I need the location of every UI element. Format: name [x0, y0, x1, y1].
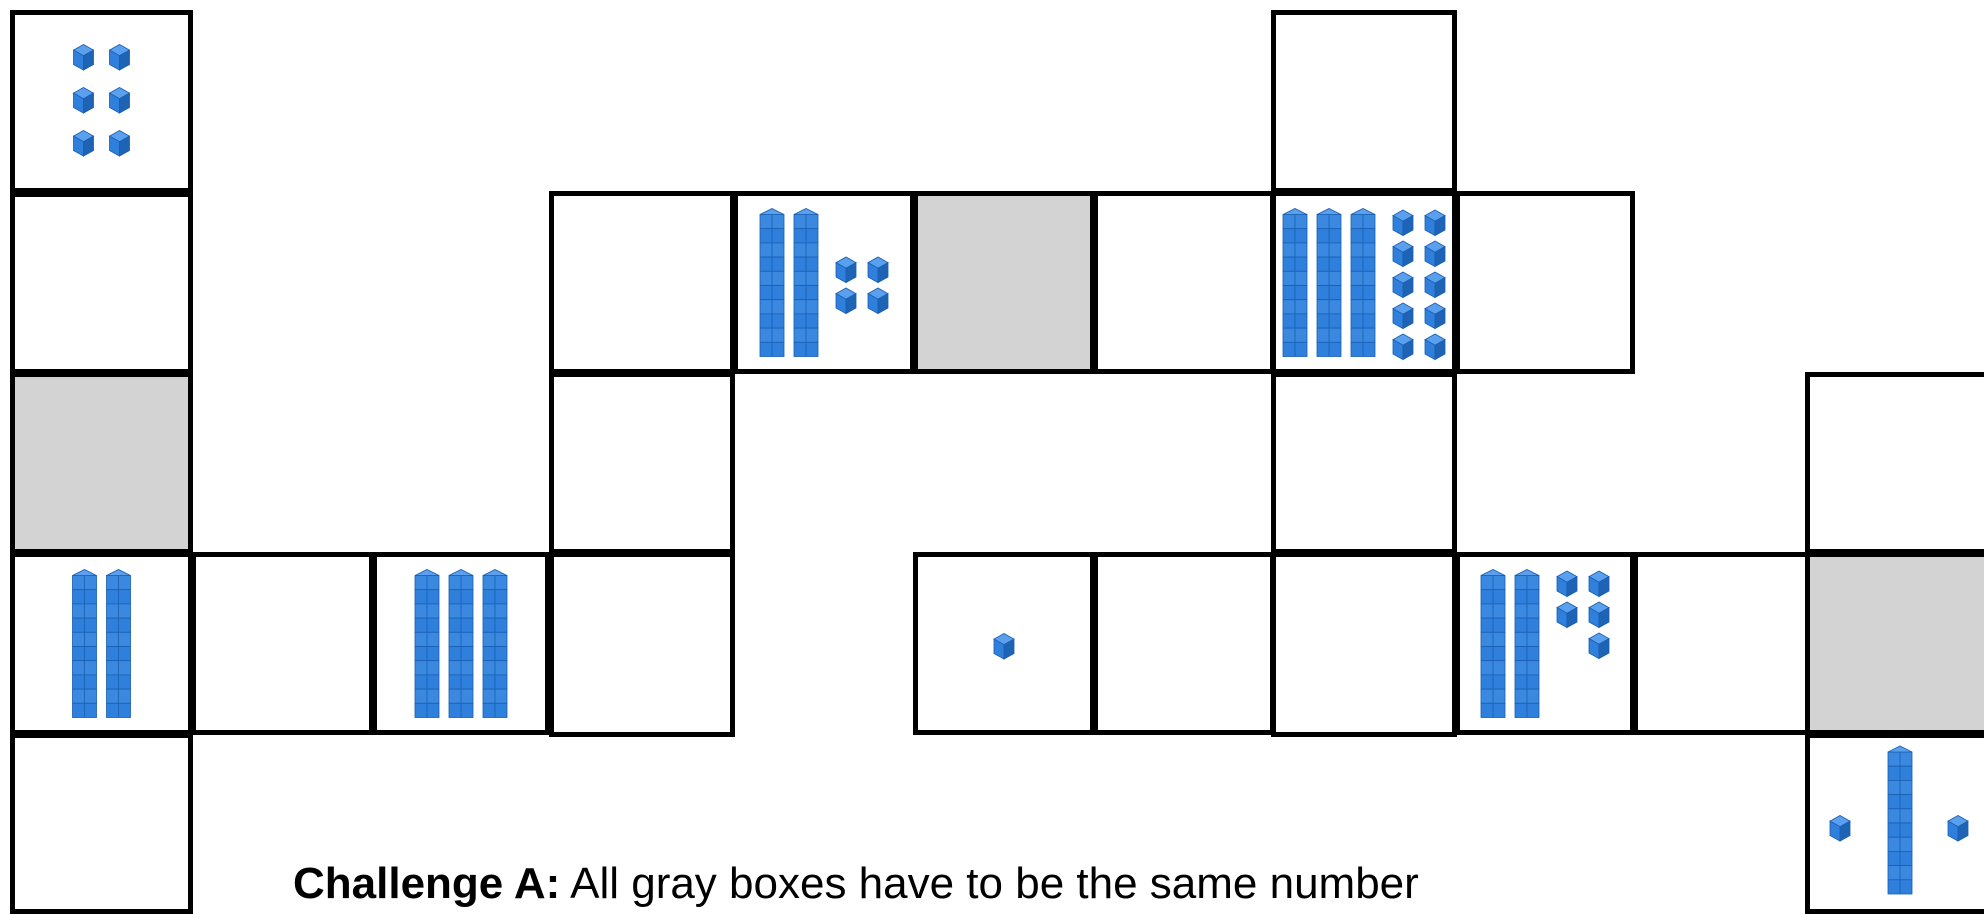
ones-cube: [1425, 241, 1445, 267]
base-ten-block-icon: [15, 15, 188, 188]
grid-cell-k4: [1805, 552, 1984, 735]
ones-cube: [1589, 571, 1609, 597]
challenge-caption: Challenge A: All gray boxes have to be t…: [293, 858, 1419, 911]
ones-cube: [1425, 334, 1445, 360]
base-ten-block-icon: [918, 557, 1090, 730]
challenge-label: Challenge A:: [293, 859, 560, 908]
grid-cell-e2: [733, 191, 915, 374]
grid-cell-k5: [1805, 733, 1984, 914]
grid-cell-d3: [549, 372, 735, 554]
tens-rod: [1317, 209, 1341, 357]
base-ten-block-icon: [15, 557, 188, 730]
tens-rod: [1351, 209, 1375, 357]
tens-rod: [1481, 570, 1505, 718]
base-ten-block-icon: [377, 557, 545, 730]
ones-cube: [1589, 633, 1609, 659]
ones-cube: [1393, 303, 1413, 329]
tens-rod: [449, 570, 473, 718]
tens-rod: [107, 570, 131, 718]
grid-cell-d2: [549, 191, 735, 374]
grid-cell-b4: [191, 552, 374, 735]
grid-cell-i4: [1455, 552, 1635, 735]
ones-cube: [110, 131, 130, 157]
grid-cell-c4: [372, 552, 550, 735]
grid-cell-h1: [1271, 10, 1457, 193]
ones-cube: [1557, 571, 1577, 597]
tens-rod: [483, 570, 507, 718]
ones-cube: [1830, 816, 1850, 842]
ones-cube: [1425, 210, 1445, 236]
grid-cell-a1: [10, 10, 193, 193]
ones-cube: [110, 88, 130, 114]
grid-cell-f4: [913, 552, 1095, 735]
grid-cell-a5: [10, 733, 193, 914]
ones-cube: [1589, 602, 1609, 628]
base-ten-block-icon: [738, 196, 910, 369]
ones-cube: [1425, 272, 1445, 298]
ones-cube: [110, 45, 130, 71]
ones-cube: [1393, 210, 1413, 236]
grid-cell-d4: [549, 552, 735, 737]
base-ten-block-icon: [1810, 738, 1984, 909]
grid-cell-g2: [1093, 191, 1275, 374]
ones-cube: [74, 88, 94, 114]
ones-cube: [836, 288, 856, 314]
tens-rod: [1888, 746, 1912, 894]
base-ten-block-icon: [1276, 196, 1452, 369]
tens-rod: [415, 570, 439, 718]
grid-cell-j4: [1633, 552, 1813, 735]
grid-cell-i2: [1455, 191, 1635, 374]
ones-cube: [74, 131, 94, 157]
ones-cube: [994, 634, 1014, 660]
ones-cube: [1393, 241, 1413, 267]
challenge-text: All gray boxes have to be the same numbe…: [560, 859, 1419, 908]
ones-cube: [1393, 334, 1413, 360]
grid-cell-f2: [913, 191, 1095, 374]
grid-cell-a3: [10, 372, 193, 554]
grid-cell-a4: [10, 552, 193, 735]
tens-rod: [1515, 570, 1539, 718]
grid-cell-k3: [1805, 372, 1984, 554]
ones-cube: [1557, 602, 1577, 628]
ones-cube: [1393, 272, 1413, 298]
tens-rod: [1283, 209, 1307, 357]
grid-cell-h4: [1271, 552, 1457, 737]
grid-cell-h2: [1271, 191, 1457, 374]
grid-cell-h3: [1271, 372, 1457, 554]
tens-rod: [73, 570, 97, 718]
ones-cube: [868, 257, 888, 283]
ones-cube: [1948, 816, 1968, 842]
ones-cube: [1425, 303, 1445, 329]
tens-rod: [760, 209, 784, 357]
ones-cube: [836, 257, 856, 283]
ones-cube: [74, 45, 94, 71]
grid-cell-g4: [1093, 552, 1275, 735]
ones-cube: [868, 288, 888, 314]
grid-cell-a2: [10, 192, 193, 374]
tens-rod: [794, 209, 818, 357]
base-ten-block-icon: [1460, 557, 1630, 730]
